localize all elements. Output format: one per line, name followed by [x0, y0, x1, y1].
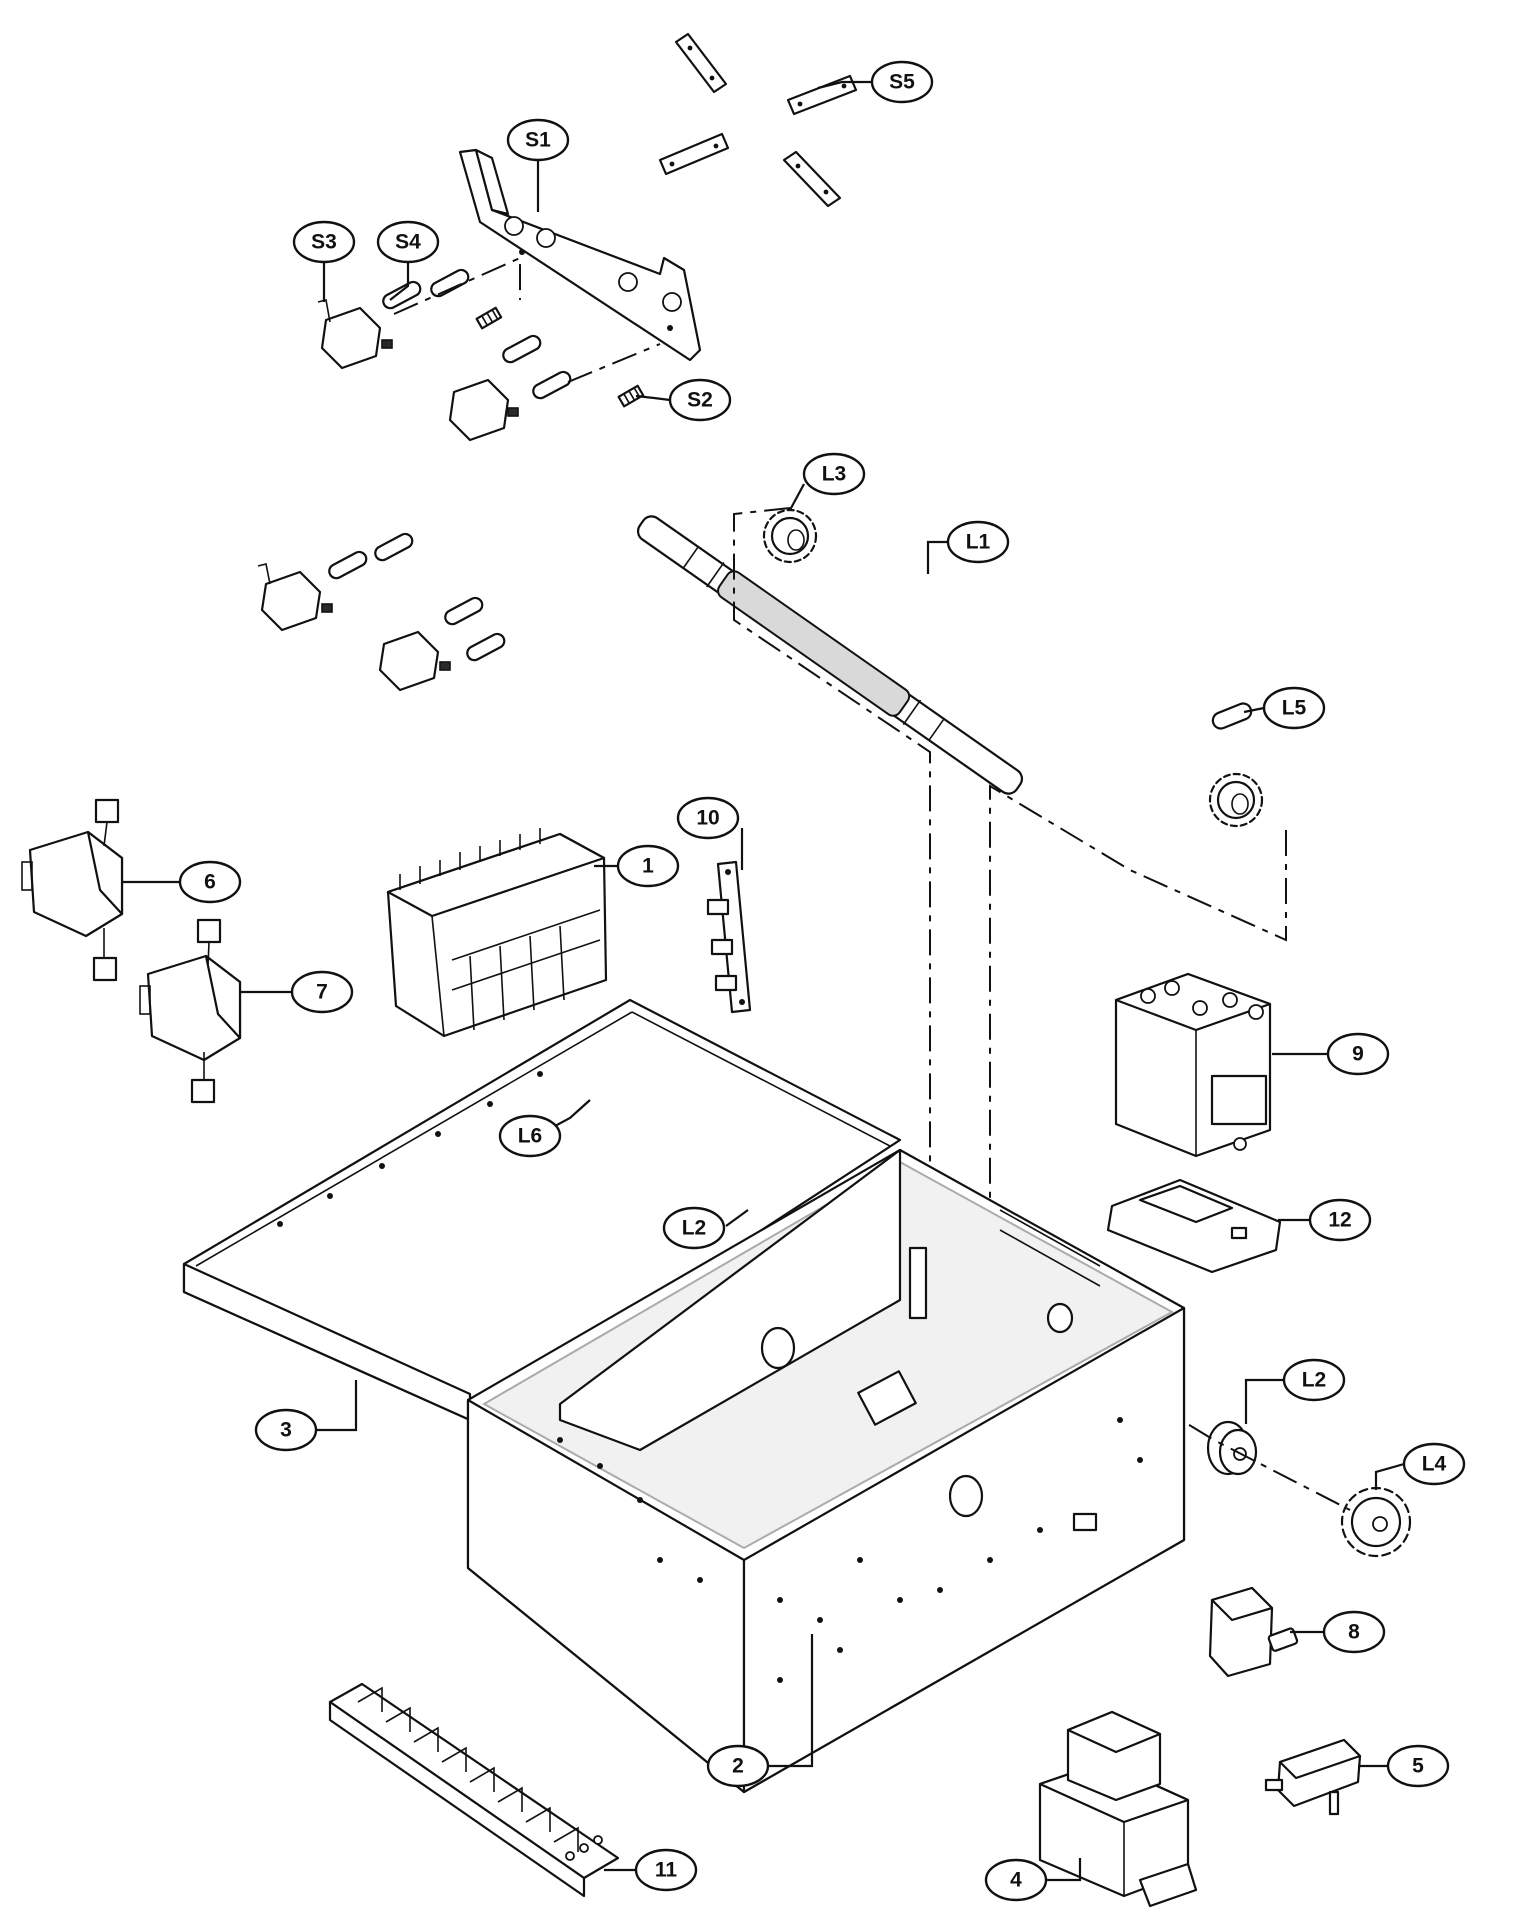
callout-10-label: 10	[696, 807, 719, 830]
callout-l3-label: L3	[822, 463, 847, 486]
callout-s4: S4	[376, 220, 440, 264]
callout-12-label: 12	[1328, 1209, 1351, 1232]
callout-s3: S3	[292, 220, 356, 264]
part-2-enclosure-box	[466, 1148, 1186, 1794]
callout-8-label: 8	[1348, 1621, 1360, 1644]
part-8-component	[1208, 1586, 1299, 1678]
callout-s2-label: S2	[687, 389, 713, 412]
callout-3: 3	[254, 1408, 318, 1452]
l3-gear-lower	[1208, 772, 1264, 828]
l4-sprocket	[1340, 1486, 1412, 1558]
callout-l6: L6	[498, 1114, 562, 1158]
callout-1: 1	[616, 844, 680, 888]
callout-l2-upper-label: L2	[682, 1217, 707, 1240]
callout-s1: S1	[506, 118, 570, 162]
callout-l2-upper: L2	[662, 1206, 726, 1250]
part-6-filter	[21, 798, 124, 982]
part-7-filter	[139, 918, 242, 1104]
callout-11-label: 11	[655, 1859, 678, 1882]
callout-s4-label: S4	[395, 231, 421, 254]
callout-l6-label: L6	[518, 1125, 543, 1148]
l1-drive-shaft	[636, 515, 1024, 795]
leader-lines	[122, 80, 1405, 1882]
s5-plate-parts	[658, 32, 858, 208]
l-assembly-line-left	[733, 507, 931, 1320]
part-3-enclosure-lid	[182, 998, 902, 1422]
callout-s3-label: S3	[311, 231, 337, 254]
callout-s2: S2	[668, 378, 732, 422]
callout-12: 12	[1308, 1198, 1372, 1242]
callout-l3: L3	[802, 452, 866, 496]
callout-l5: L5	[1262, 686, 1326, 730]
callout-l1-label: L1	[966, 531, 991, 554]
s3-s4-limit-switches	[317, 256, 661, 442]
callout-9-label: 9	[1352, 1043, 1364, 1066]
part-11-terminal-block	[328, 1682, 620, 1898]
callout-7: 7	[290, 970, 354, 1014]
s2-screw-parts	[475, 306, 645, 408]
part-5-component	[1264, 1738, 1362, 1816]
callout-2-label: 2	[732, 1755, 744, 1778]
callout-l4: L4	[1402, 1442, 1466, 1486]
callout-8: 8	[1322, 1610, 1386, 1654]
callout-l1: L1	[946, 520, 1010, 564]
part-1-relay-block	[386, 828, 608, 1038]
part-12-contactor-base	[1106, 1178, 1282, 1274]
part-4-transformer	[1038, 1710, 1198, 1908]
callout-s5-label: S5	[889, 71, 915, 94]
l2-bushing-lower	[1206, 1420, 1258, 1476]
spare-limit-switches	[257, 532, 506, 692]
callout-3-label: 3	[280, 1419, 292, 1442]
callout-9: 9	[1326, 1032, 1390, 1076]
callout-7-label: 7	[316, 981, 328, 1004]
callout-s1-label: S1	[525, 129, 551, 152]
l5-key	[1211, 702, 1253, 730]
callout-2: 2	[706, 1744, 770, 1788]
callout-11: 11	[634, 1848, 698, 1892]
l-assembly-line-right	[989, 784, 1287, 1318]
callout-6-label: 6	[204, 871, 216, 894]
callout-4-label: 4	[1010, 1869, 1022, 1892]
l3-gear	[762, 508, 818, 564]
callout-l2-lower: L2	[1282, 1358, 1346, 1402]
callout-6: 6	[178, 860, 242, 904]
callout-4: 4	[984, 1858, 1048, 1902]
callout-5: 5	[1386, 1744, 1450, 1788]
part-10-terminal-strip	[706, 860, 752, 1014]
callout-l2-lower-label: L2	[1302, 1369, 1327, 1392]
part-9-contactor	[1114, 972, 1272, 1158]
callout-l5-label: L5	[1282, 697, 1307, 720]
callout-10: 10	[676, 796, 740, 840]
callout-5-label: 5	[1412, 1755, 1424, 1778]
callout-s5: S5	[870, 60, 934, 104]
s1-switch-bracket	[458, 148, 702, 362]
callout-l4-label: L4	[1422, 1453, 1447, 1476]
callout-1-label: 1	[642, 855, 654, 878]
